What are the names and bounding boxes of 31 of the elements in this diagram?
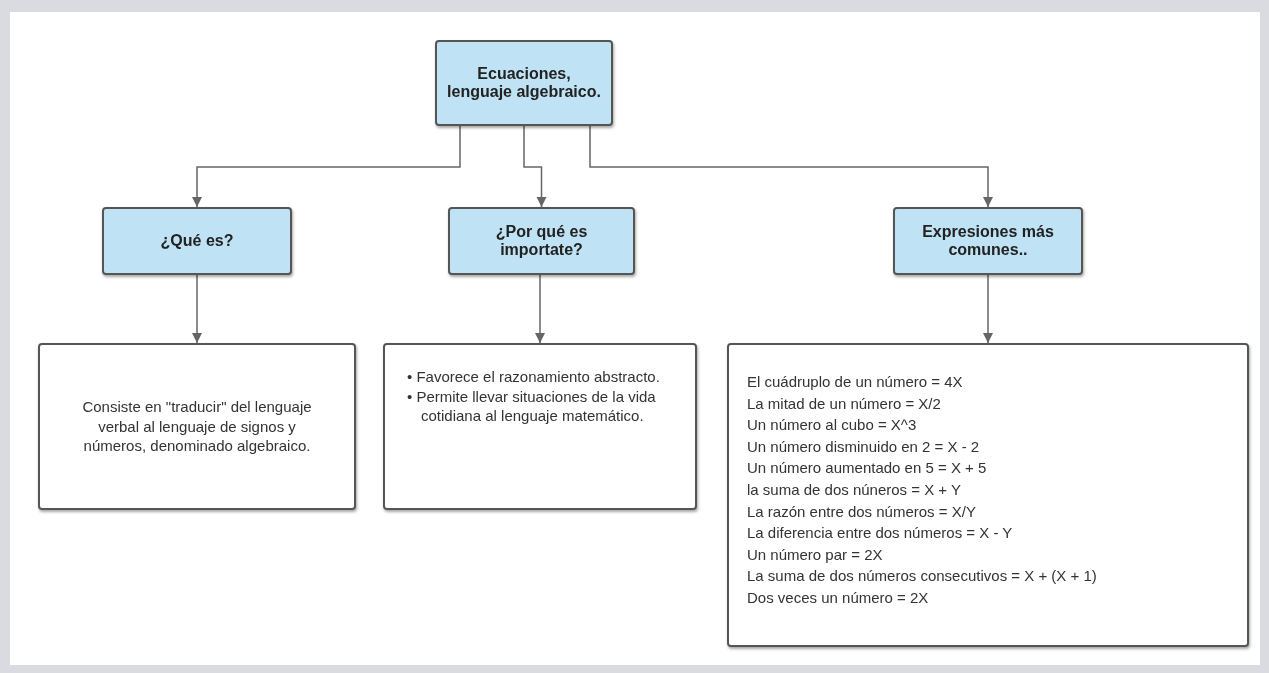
expression-line: El cuádruplo de un número = 4X [747, 372, 964, 392]
bullet-item: • Permite llevar situaciones de la vida cotidiana al lenguaje matemático. [407, 386, 657, 426]
description-text: Consiste en "traducir" del lenguaje verbal al lenguaje de signos y números, denominado algebraico. [81, 397, 313, 456]
content-box [727, 343, 1249, 647]
topic-title: ¿Qué es? [160, 232, 234, 250]
content-box [38, 343, 356, 510]
expression-line: La diferencia entre dos números = X - Y [747, 523, 1014, 544]
topic-box [102, 207, 292, 275]
expression-line: Un número disminuido en 2 = X - 2 [747, 436, 981, 457]
topic-title: ¿Por qué es importate? [494, 223, 589, 259]
connector-arrow [589, 125, 994, 208]
expression-line: La mitad de un número = X/2 [747, 393, 942, 414]
expression-line: Un número al cubo = X^3 [747, 415, 918, 436]
connector-arrow [982, 274, 994, 344]
connector-arrow [523, 125, 547, 208]
expression-line: Un número par = 2X [747, 544, 884, 565]
connector-arrow [191, 125, 461, 208]
expression-line: Un número aumentado en 5 = X + 5 [747, 458, 988, 479]
expression-line: la suma de dos núneros = X + Y [747, 479, 963, 500]
expression-line: Dos veces un número = 2X [747, 587, 930, 608]
topic-title: Expresiones más comunes.. [921, 223, 1055, 259]
expression-line: La razón entre dos números = X/Y [747, 501, 977, 522]
topic-box [893, 207, 1083, 275]
topic-box [448, 207, 635, 275]
connector-arrow [191, 274, 203, 344]
bullet-item: • Favorece el razonamiento abstracto. [407, 367, 661, 387]
topic-box [435, 40, 613, 126]
expression-line: La suma de dos números consecutivos = X + (X + 1) [747, 566, 1098, 587]
content-box [383, 343, 697, 510]
topic-title: Ecuaciones, lenguaje algebraico. [447, 65, 601, 101]
connector-arrow [534, 274, 546, 344]
